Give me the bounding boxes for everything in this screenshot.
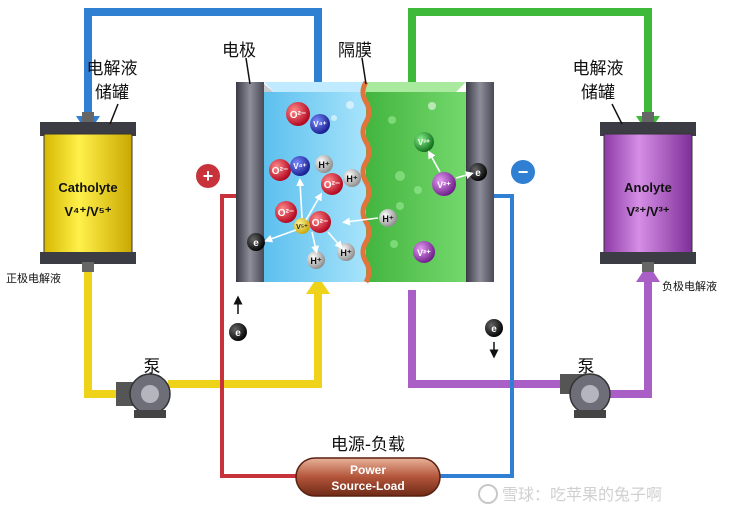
purple-pipe-arrow — [636, 264, 660, 282]
ion-o2-1: O²⁻ — [286, 102, 310, 126]
ion-v2-2: V²⁺ — [413, 241, 435, 263]
ion-v5: V⁵⁺ — [294, 218, 310, 234]
electron-external-right: e — [485, 319, 503, 359]
power-line-2: Source-Load — [331, 479, 404, 493]
electron-cell-left: e — [247, 233, 265, 251]
pos-electrolyte-label: 正极电解液 — [6, 271, 61, 285]
membrane-pointer — [361, 57, 367, 85]
svg-text:−: − — [518, 162, 529, 182]
green-pipe — [408, 8, 652, 120]
electrode-pointer — [245, 57, 251, 85]
positive-terminal: + — [196, 164, 220, 188]
ion-v4-2: V⁴⁺ — [290, 156, 310, 176]
tank-right-label-1: 电解液 — [573, 59, 624, 79]
tank-left-pointer — [109, 103, 119, 125]
tank-left-label-1: 电解液 — [87, 59, 138, 79]
electron-cell-right: e — [469, 163, 487, 181]
power-title: 电源-负载 — [331, 435, 405, 455]
ion-h-1: H⁺ — [315, 155, 333, 173]
svg-text:V²⁺: V²⁺ — [437, 180, 451, 190]
svg-text:H⁺: H⁺ — [346, 174, 357, 184]
tank-right-pointer — [611, 103, 623, 125]
svg-text:H⁺: H⁺ — [340, 248, 351, 258]
ion-h-5: H⁺ — [379, 209, 397, 227]
ion-o2-3: O²⁻ — [321, 173, 343, 195]
blue-pipe — [84, 8, 322, 120]
yellow-pipe — [84, 268, 322, 398]
tank-anolyte: Anolyte V²⁺/V³⁺ — [600, 112, 696, 272]
tank-left-label-2: 储罐 — [95, 83, 129, 103]
svg-text:Catholyte: Catholyte — [58, 180, 117, 195]
svg-text:V⁵⁺: V⁵⁺ — [296, 224, 308, 231]
pump-right-label: 泵 — [578, 357, 595, 377]
svg-text:V³⁺: V³⁺ — [418, 138, 430, 147]
ion-h-4: H⁺ — [307, 251, 325, 269]
svg-text:H⁺: H⁺ — [310, 256, 321, 266]
svg-text:O²⁻: O²⁻ — [290, 110, 306, 121]
svg-text:V²⁺: V²⁺ — [417, 248, 431, 258]
tank-right-label-2: 储罐 — [581, 83, 615, 103]
watermark: 雪球：吃苹果的兔子啊 — [478, 484, 662, 504]
svg-text:雪球：吃苹果的兔子啊: 雪球：吃苹果的兔子啊 — [502, 485, 662, 504]
membrane-label: 隔膜 — [338, 41, 372, 61]
reaction-arrows — [264, 150, 474, 254]
svg-text:e: e — [491, 324, 497, 335]
svg-text:O²⁻: O²⁻ — [324, 180, 340, 191]
electrode-label: 电极 — [222, 41, 256, 61]
svg-text:V⁴⁺/V⁵⁺: V⁴⁺/V⁵⁺ — [64, 204, 111, 219]
blue-wire — [440, 194, 514, 478]
svg-text:e: e — [475, 168, 481, 179]
ion-v3: V³⁺ — [414, 132, 434, 152]
background-bubbles — [331, 101, 436, 248]
pump-right — [560, 373, 611, 418]
svg-text:V⁴⁺: V⁴⁺ — [313, 120, 327, 129]
electron-external-left: e — [229, 295, 247, 341]
svg-text:V⁴⁺: V⁴⁺ — [293, 162, 307, 171]
pump-left — [116, 373, 171, 418]
svg-text:e: e — [235, 328, 241, 339]
svg-text:O²⁻: O²⁻ — [278, 208, 294, 219]
svg-text:Anolyte: Anolyte — [624, 180, 672, 195]
svg-text:V²⁺/V³⁺: V²⁺/V³⁺ — [626, 204, 669, 219]
svg-text:+: + — [203, 166, 214, 186]
svg-text:H⁺: H⁺ — [382, 214, 393, 224]
ion-o2-5: O²⁻ — [309, 211, 331, 233]
svg-text:O²⁻: O²⁻ — [312, 218, 328, 229]
ion-o2-2: O²⁻ — [269, 159, 291, 181]
ion-v2-1: V²⁺ — [432, 172, 456, 196]
neg-electrolyte-label: 负极电解液 — [662, 279, 717, 293]
tank-catholyte: Catholyte V⁴⁺/V⁵⁺ — [40, 112, 136, 272]
power-source-load: Power Source-Load — [295, 457, 441, 497]
negative-terminal: − — [511, 160, 535, 184]
ions: O²⁻ V⁴⁺ O²⁻ V⁴⁺ H⁺ O²⁻ H⁺ O²⁻ O²⁻ V⁵⁺ H⁺… — [247, 102, 487, 269]
power-line-1: Power — [350, 463, 386, 477]
ion-v4-1: V⁴⁺ — [310, 114, 330, 134]
yellow-pipe-arrow — [306, 276, 330, 294]
ion-h-2: H⁺ — [343, 169, 361, 187]
ion-o2-4: O²⁻ — [275, 201, 297, 223]
membrane — [360, 80, 372, 284]
purple-pipe — [408, 268, 652, 398]
pump-left-label: 泵 — [144, 357, 161, 377]
svg-text:H⁺: H⁺ — [318, 160, 329, 170]
pipes — [76, 8, 660, 398]
svg-text:O²⁻: O²⁻ — [272, 166, 288, 177]
electrode-right — [466, 82, 494, 282]
electrode-left — [236, 82, 264, 282]
svg-text:e: e — [253, 238, 259, 249]
